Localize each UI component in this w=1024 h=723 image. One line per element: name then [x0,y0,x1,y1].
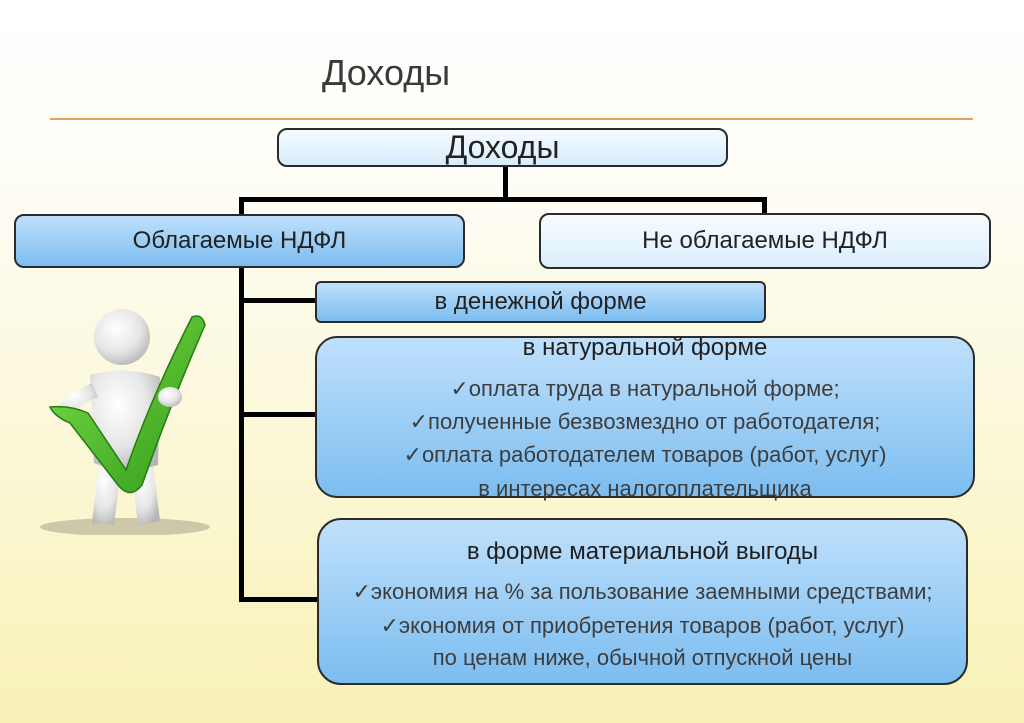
taxed-label: Облагаемые НДФЛ [132,227,347,254]
untaxed-box: Не облагаемые НДФЛ [539,213,991,269]
natural-form-box: в натуральной форме ✓оплата труда в нату… [315,334,975,501]
natural-form-heading: в натуральной форме [522,334,768,361]
person-checkmark-icon [40,309,210,535]
natural-form-item: в интересах налогоплательщика [478,476,812,501]
material-benefit-heading: в форме материальной выгоды [466,538,819,565]
material-benefit-item: по ценам ниже, обычной отпускной цены [432,645,853,670]
connector-to-natural [239,412,317,417]
connector-to-taxed [239,197,244,215]
connector-to-material [239,597,319,602]
connector-vertical-trunk [239,268,244,602]
taxed-box: Облагаемые НДФЛ [14,214,465,268]
root-box: Доходы [277,128,728,167]
natural-form-item: ✓оплата труда в натуральной форме; [450,376,840,401]
untaxed-label: Не облагаемые НДФЛ [642,227,888,254]
material-benefit-item: ✓экономия от приобретения товаров (работ… [380,613,905,638]
natural-form-item: ✓полученные безвозмездно от работодателя… [409,409,881,434]
root-label: Доходы [445,129,560,165]
connector-root-down [503,167,508,199]
money-form-label: в денежной форме [434,288,647,315]
natural-form-item: ✓оплата работодателем товаров (работ, ус… [403,442,887,467]
connector-horizontal [239,197,766,202]
material-benefit-item: ✓экономия на % за пользование заемными с… [352,579,933,604]
material-benefit-box: в форме материальной выгоды ✓экономия на… [317,518,968,685]
money-form-box: в денежной форме [315,281,766,323]
connector-to-untaxed [762,197,767,214]
slide-title: Доходы [322,52,451,93]
title-divider [50,118,973,120]
connector-to-money [239,298,317,303]
